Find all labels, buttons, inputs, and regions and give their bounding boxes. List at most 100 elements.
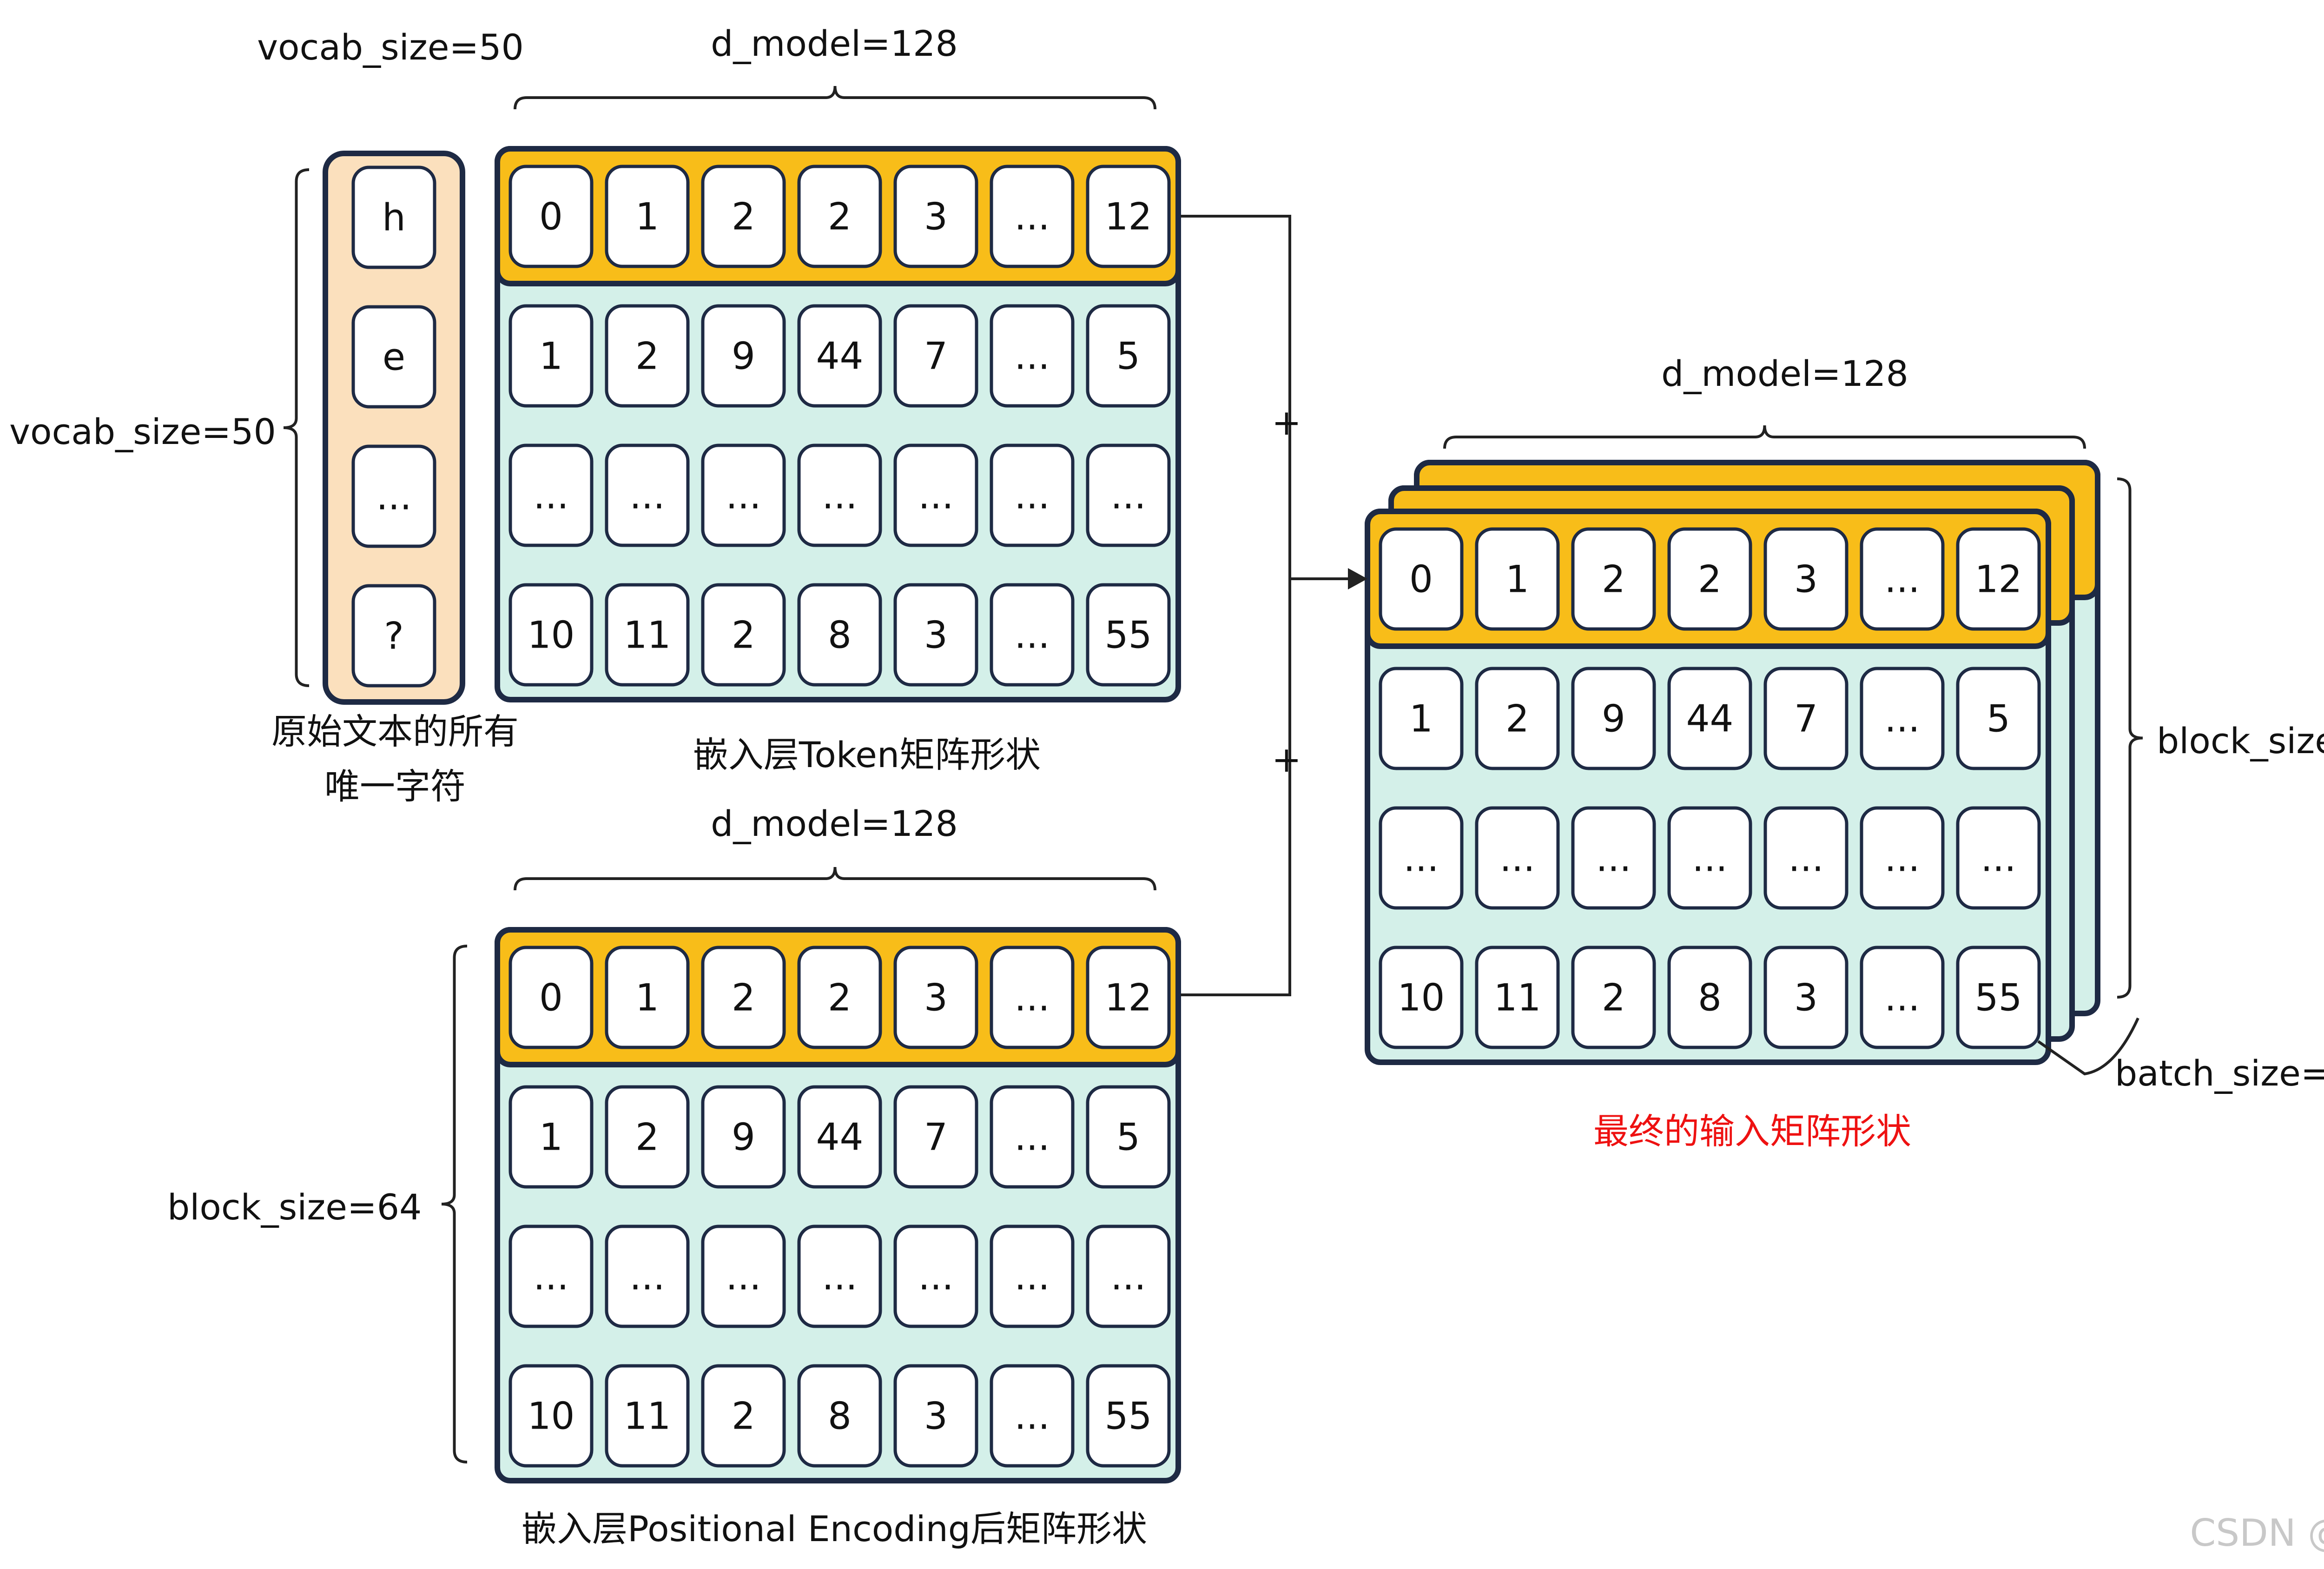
position-cell-box [605,1364,690,1468]
token-header-cell: 2 [797,165,882,268]
token-header-cell: 3 [893,165,978,268]
final-header-cell-box [1860,527,1945,631]
token-cell-box [605,304,690,408]
position-cell-text: 5 [1116,1116,1140,1159]
token-cell-text: 44 [816,335,864,378]
token-cell-box [990,583,1075,687]
position-cell-box [893,1364,978,1468]
token-header-cell-text: 3 [924,195,948,238]
token-cell-box [1086,444,1171,547]
token-cell-text: 2 [732,614,755,657]
final-cell-text: 2 [1505,697,1529,741]
token-cell-text: ... [918,474,953,517]
final-cell-text: 44 [1686,697,1734,741]
position-header-cell: 3 [893,946,978,1049]
final-cell-box [1571,667,1656,770]
position-cell-box [1086,1364,1171,1468]
position-cell-text: 3 [924,1395,948,1438]
final-cell-text: 7 [1794,697,1818,741]
token-cell: 11 [605,583,690,687]
final-header-cell: 1 [1475,527,1560,631]
position-header-cell: 12 [1086,946,1171,1049]
final-block-label: block_size=64 [2157,720,2324,761]
token-header-cell-box [701,165,786,268]
vocab-cell-box [351,305,436,409]
position-header-cell: 1 [605,946,690,1049]
final-cell-box [1667,946,1752,1049]
final-header-cell: 3 [1763,527,1849,631]
vocab-column: he...? [283,151,465,705]
token-header-cell-text: ... [1014,195,1050,238]
token-cell-box [797,583,882,687]
position-cell-box [701,1225,786,1328]
token-cell-text: ... [1014,614,1050,657]
position-header-cell-box [990,946,1075,1049]
position-header-cell-text: 1 [635,976,659,1020]
token-cell-box [605,444,690,547]
token-cell: 7 [893,304,978,408]
plus-sign-bottom: + [1272,739,1301,780]
vocab-cell-text: h [382,196,406,239]
final-cell-box [1475,667,1560,770]
position-cell-box [893,1225,978,1328]
position-side-brace [441,945,468,1463]
position-cell-box [797,1085,882,1189]
position-cell: 7 [893,1085,978,1189]
position-cell: 2 [701,1364,786,1468]
vocab-cell: ? [351,584,436,688]
plus-sign-top: + [1272,402,1301,443]
position-cell: 8 [797,1364,882,1468]
token-header-cell-text: 0 [539,195,563,238]
vocab-cell-box [351,584,436,688]
final-batch-brace [2037,1017,2139,1076]
token-dim-label: d_model=128 [711,23,958,64]
position-cell: 3 [893,1364,978,1468]
token-cell-box [797,444,882,547]
position-cell-text: 1 [539,1116,563,1159]
final-cell: 7 [1763,667,1849,770]
final-header-cell-box [1763,527,1849,631]
token-cell-box [701,444,786,547]
final-cell-text: 8 [1698,976,1722,1020]
final-header-cell: 0 [1379,527,1464,631]
position-cell-box [605,1225,690,1328]
final-cell-box [1379,946,1464,1049]
final-header-cell: 12 [1956,527,2041,631]
position-header-cell-box [893,946,978,1049]
final-cell-text: ... [1596,837,1631,880]
position-cell: 44 [797,1085,882,1189]
position-cell-text: ... [1014,1116,1050,1159]
token-cell-text: 5 [1116,335,1140,378]
position-cell: 10 [508,1364,594,1468]
final-cell-text: ... [1884,697,1920,741]
position-cell-text: ... [918,1255,953,1298]
position-header-cell: ... [990,946,1075,1049]
final-cell-text: 11 [1494,976,1541,1020]
token-cell: 3 [893,583,978,687]
token-cell-text: ... [822,474,857,517]
final-header-cell-text: 12 [1975,558,2022,601]
position-cell: ... [1086,1225,1171,1328]
final-cell: 9 [1571,667,1656,770]
final-cell: 2 [1475,667,1560,770]
position-cell: 2 [605,1085,690,1189]
final-block-brace [2117,477,2143,999]
final-header-cell: 2 [1667,527,1752,631]
token-cell-box [990,304,1075,408]
position-cell: ... [990,1085,1075,1189]
final-dim-brace [1443,425,2086,449]
position-cell: 55 [1086,1364,1171,1468]
final-cell-text: 2 [1602,976,1625,1020]
final-cell: 8 [1667,946,1752,1049]
final-header-cell-box [1475,527,1560,631]
final-cell: 44 [1667,667,1752,770]
token-cell: 5 [1086,304,1171,408]
position-cell: ... [893,1225,978,1328]
final-cell-text: 55 [1975,976,2022,1020]
vocab-cell: e [351,305,436,409]
position-cell: ... [990,1364,1075,1468]
position-cell-text: ... [629,1255,665,1298]
